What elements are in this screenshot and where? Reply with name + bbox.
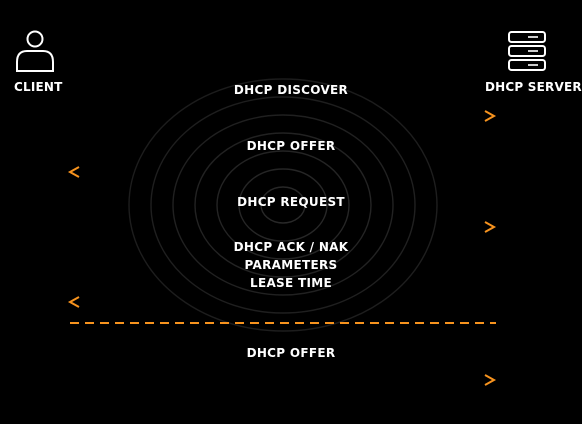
message-label-discover: DHCP DISCOVER [233, 83, 349, 97]
server-icon [508, 31, 546, 71]
message-arrow-offer-2 [70, 374, 497, 386]
message-arrow-request [70, 221, 497, 233]
message-label-lease-time: LEASE TIME [250, 276, 332, 290]
message-label-request: DHCP REQUEST [237, 195, 345, 209]
message-label-offer: DHCP OFFER [246, 139, 336, 153]
person-icon [16, 30, 54, 72]
message-arrow-offer [67, 166, 495, 178]
server-label: DHCP SERVER [485, 80, 582, 94]
message-arrow-discover [70, 110, 497, 122]
message-label-parameters: PARAMETERS [244, 258, 338, 272]
message-arrow-ack [67, 296, 495, 308]
message-label-offer-2: DHCP OFFER [246, 346, 336, 360]
client-label: CLIENT [14, 80, 63, 94]
message-label-ack-nak: DHCP ACK / NAK [233, 240, 349, 254]
